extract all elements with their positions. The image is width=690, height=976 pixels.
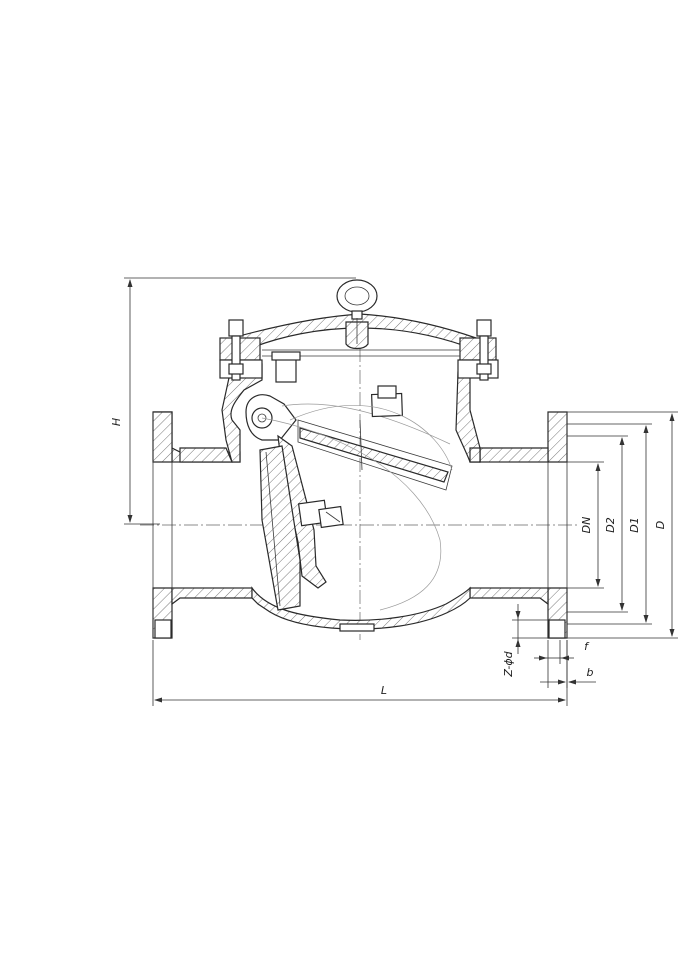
dim-label-f: f — [584, 640, 590, 653]
disc-open-phantom — [261, 385, 453, 611]
center-lines — [140, 282, 580, 640]
dimension-Z-d: Z-ϕd — [502, 604, 548, 678]
lifting-eye-bolt — [336, 279, 378, 350]
dim-label-b: b — [587, 666, 594, 679]
dimension-D: D — [567, 411, 678, 639]
dimension-b: b — [540, 640, 596, 688]
dimension-D2: D2 — [567, 435, 628, 613]
bonnet-cover — [219, 313, 499, 381]
dim-label-D: D — [654, 521, 667, 529]
dim-label-D1: D1 — [628, 517, 641, 532]
dim-label-Z-d: Z-ϕd — [502, 650, 515, 677]
dimension-D1: D1 — [567, 423, 652, 625]
dimension-H: H — [110, 277, 356, 525]
right-flange — [469, 411, 568, 639]
dim-label-DN: DN — [580, 517, 593, 534]
dim-label-L: L — [381, 684, 387, 697]
dimension-f: f — [534, 640, 590, 664]
valve-body — [172, 363, 548, 632]
dim-label-D2: D2 — [604, 517, 617, 532]
left-flange — [152, 411, 253, 639]
dimension-DN: DN — [560, 461, 604, 589]
disc-closed — [259, 445, 344, 611]
dim-label-H: H — [110, 418, 123, 426]
